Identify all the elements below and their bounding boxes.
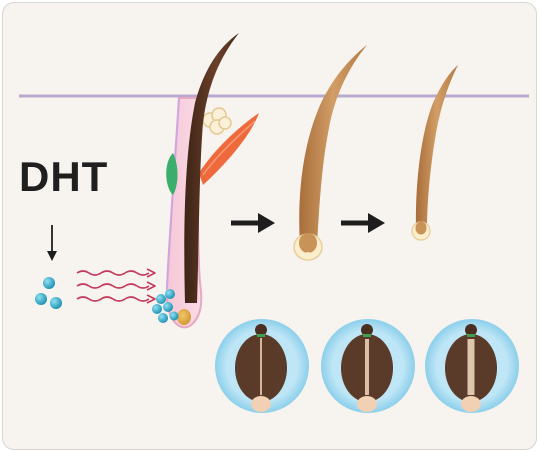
scalp-stage-1 <box>215 319 309 413</box>
scalp-stage-2 <box>321 319 415 413</box>
hair-loss-illustration <box>19 33 529 413</box>
right-arrow-icon <box>341 213 385 233</box>
right-arrow-icon <box>231 213 275 233</box>
thin-hair-shaft <box>415 65 458 231</box>
dht-label: DHT <box>19 153 109 200</box>
dht-molecule-icon <box>35 277 62 309</box>
thin-follicle <box>411 65 458 241</box>
light-hair-shaft <box>299 45 367 245</box>
shrinking-follicle <box>293 45 367 261</box>
scalp-stage-3 <box>425 319 519 413</box>
healthy-follicle <box>165 33 259 329</box>
sebaceous-gland <box>202 107 232 135</box>
follicle-molecules <box>152 289 179 323</box>
hair-bulb <box>177 309 191 325</box>
dark-hair-shaft <box>184 33 239 303</box>
wavy-arrow-icon <box>76 268 156 304</box>
down-arrow-icon <box>47 225 57 261</box>
bulge-green <box>166 153 178 195</box>
